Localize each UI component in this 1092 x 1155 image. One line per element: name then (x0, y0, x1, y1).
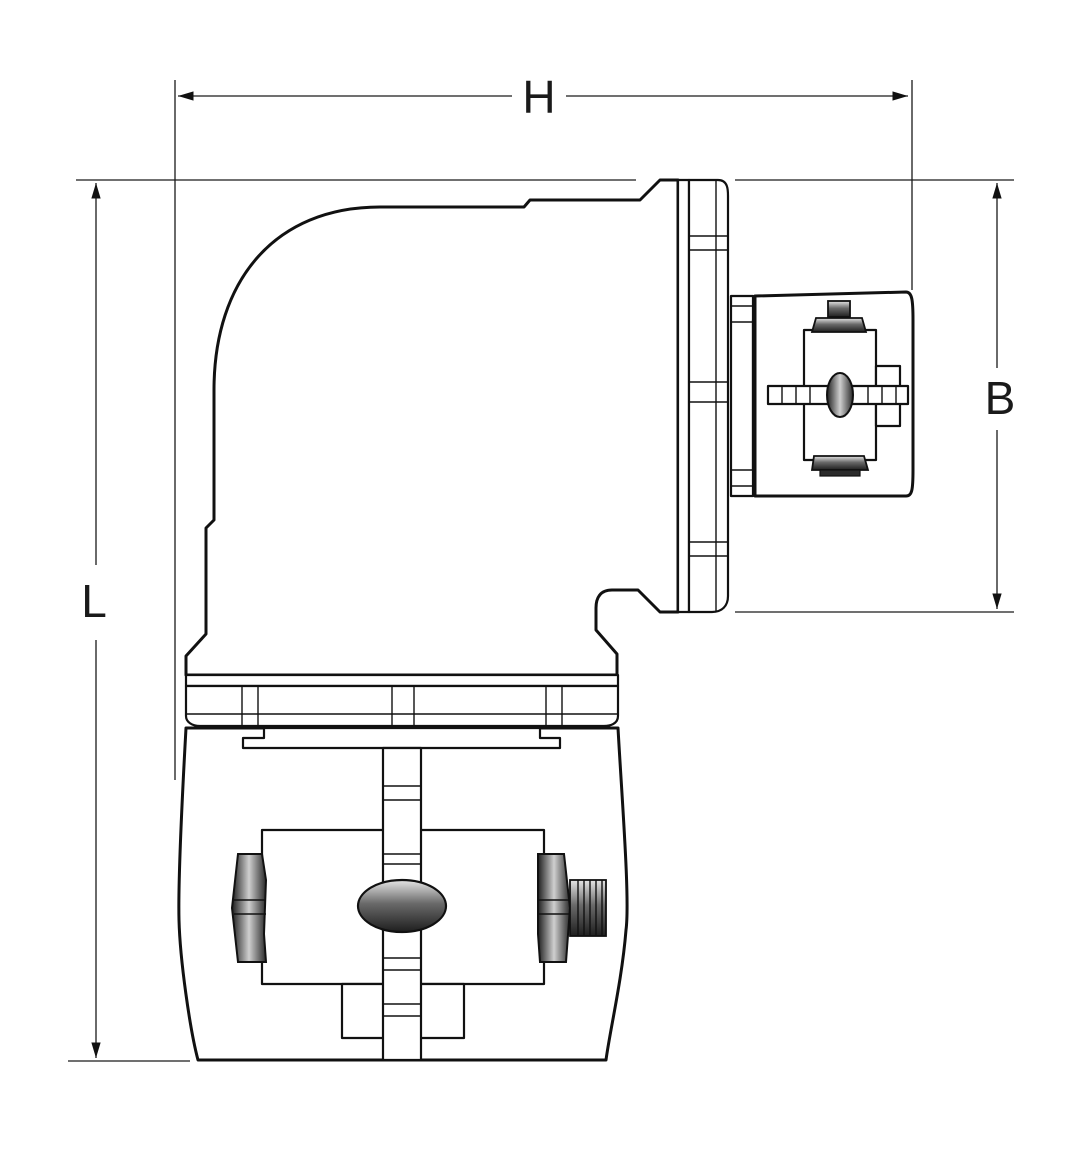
bottom-clamp-bolt-right (537, 853, 572, 963)
elbow-body (184, 178, 680, 677)
right-clamp-bolt-bottom (810, 455, 870, 477)
bottom-clamp-knob (356, 878, 448, 934)
right-clamp-bolt-top (810, 300, 868, 333)
right-flange (676, 178, 730, 614)
dimension-h-label: H (522, 71, 555, 123)
dimension-h: H (174, 71, 913, 780)
dimension-b-label: B (985, 372, 1016, 424)
threaded-stud (569, 879, 607, 937)
bottom-coupler-plate (241, 726, 562, 750)
dimension-b: B (735, 179, 1016, 613)
bottom-flange (184, 673, 620, 728)
bottom-clamp-bolt-left (230, 853, 268, 963)
dimension-l-label: L (81, 575, 107, 627)
dimension-l: L (68, 179, 636, 1062)
right-clamp-knob (826, 372, 854, 418)
right-clamp-frame (766, 328, 910, 462)
